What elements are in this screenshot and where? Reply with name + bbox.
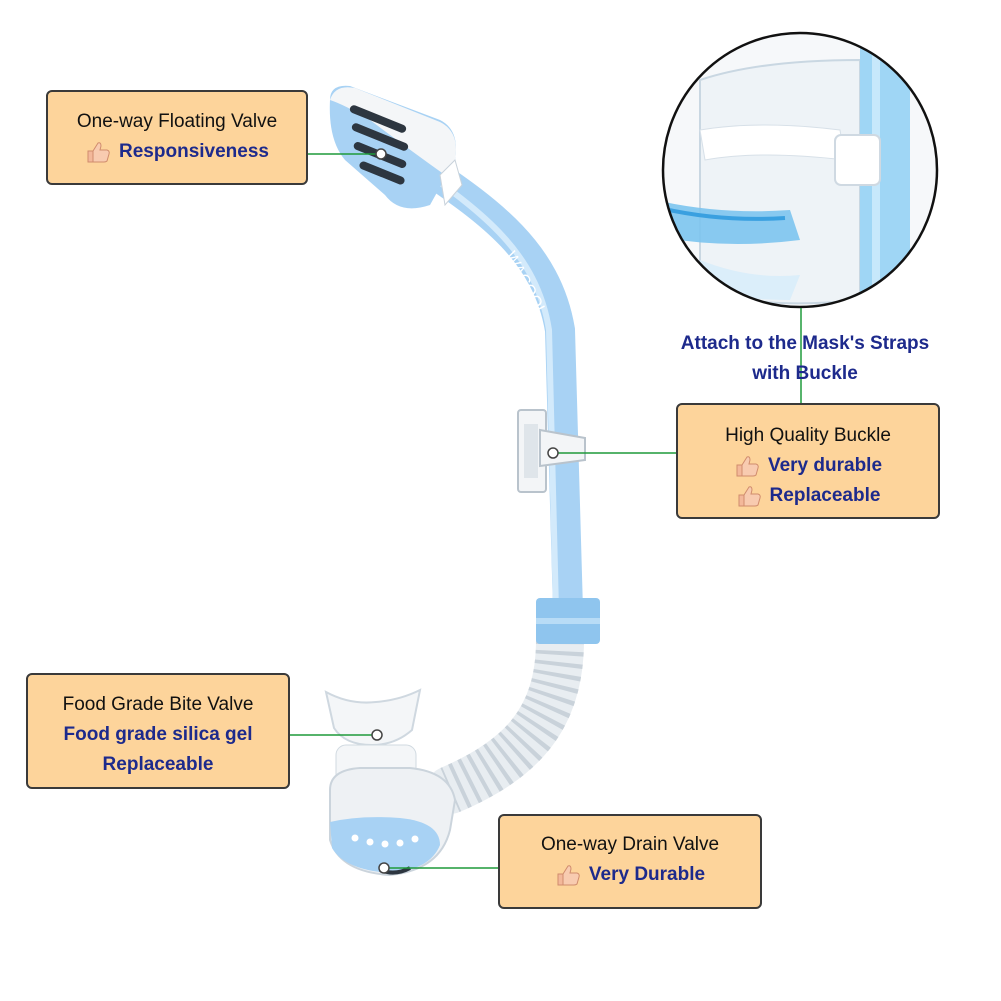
floating-valve-head [329, 85, 463, 209]
callout-title: One-way Floating Valve [76, 111, 278, 132]
leader-end-dots [371, 148, 559, 874]
thumbs-up-icon [555, 863, 581, 887]
callout-floating-valve: One-way Floating Valve Responsiveness [46, 90, 308, 185]
feature-text: Replaceable [102, 754, 214, 775]
flex-hose [426, 616, 584, 814]
thumbs-up-icon [85, 140, 111, 164]
callout-drain-valve: One-way Drain Valve Very Durable [498, 814, 762, 909]
mask-caption-line1: Attach to the Mask's Straps [680, 333, 930, 354]
feature-text: Very Durable [588, 864, 706, 885]
snorkel-tube: WACOOL [385, 135, 600, 644]
mouthpiece-and-drain [324, 688, 457, 877]
mask-caption-line2: with Buckle [752, 363, 858, 384]
callout-title: Food Grade Bite Valve [62, 694, 254, 715]
feature-row: Responsiveness [48, 137, 306, 167]
feature-text: Replaceable [769, 485, 881, 506]
callout-buckle: High Quality Buckle Very durable Replace… [676, 403, 940, 519]
feature-text: Very durable [767, 455, 883, 476]
mask-strap-detail-circle [661, 31, 939, 309]
callout-bite-valve: Food Grade Bite Valve Food grade silica … [26, 673, 290, 789]
feature-row: Very Durable [500, 860, 760, 890]
thumbs-up-icon [734, 454, 760, 478]
mask-caption: Attach to the Mask's Straps with Buckle [660, 329, 950, 389]
thumbs-up-icon [736, 484, 762, 508]
feature-text: Responsiveness [119, 141, 269, 162]
feature-row: Very durable [678, 451, 938, 481]
feature-text: Food grade silica gel [63, 724, 253, 745]
callout-title: High Quality Buckle [725, 425, 891, 446]
callout-title: One-way Drain Valve [540, 834, 720, 855]
feature-row: Replaceable [678, 481, 938, 511]
